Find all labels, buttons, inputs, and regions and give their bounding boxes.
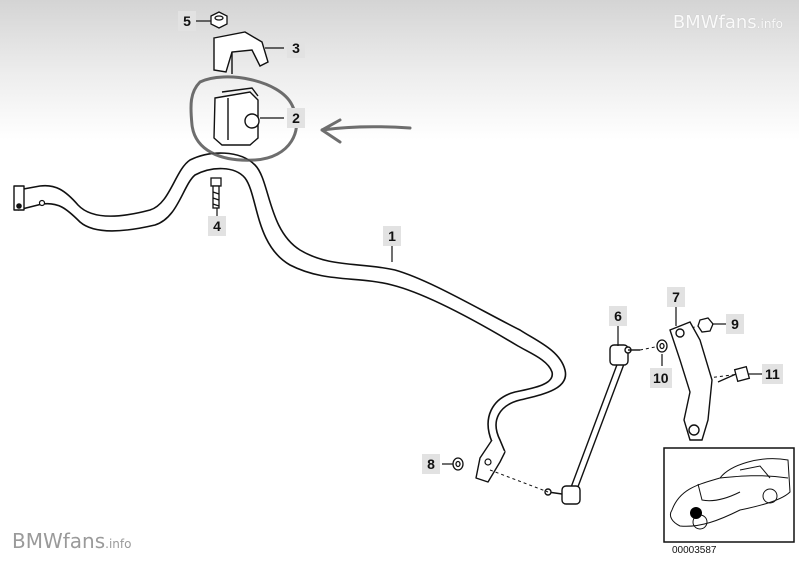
callout-3: 3	[287, 38, 305, 58]
callout-8: 8	[422, 454, 440, 474]
nut-9	[697, 317, 714, 333]
leader-lines	[196, 20, 762, 465]
watermark-bottom: BMWfans.info	[12, 529, 131, 553]
bolt	[210, 177, 222, 209]
locator-dot	[690, 507, 702, 519]
nut	[210, 11, 228, 29]
car-locator-box	[663, 447, 795, 543]
callout-1: 1	[383, 226, 401, 246]
highlight-ring	[189, 75, 299, 162]
diagram-reference-number: 00003587	[672, 545, 717, 556]
washer	[656, 339, 668, 353]
watermark-brand: BMWfans	[672, 12, 757, 33]
bolt-11	[717, 365, 751, 383]
stabilizer-bar	[13, 152, 567, 483]
callout-6: 6	[609, 306, 627, 326]
callout-4: 4	[208, 216, 226, 236]
callout-10: 10	[650, 368, 672, 388]
callout-7: 7	[667, 287, 685, 307]
watermark-top: BMWfans.info	[673, 12, 783, 33]
watermark-suffix: .info	[756, 17, 783, 31]
callout-9: 9	[726, 314, 744, 334]
rubber-mounting	[213, 87, 260, 146]
watermark-brand: BMWfans	[12, 529, 106, 553]
car-outline-icon	[669, 458, 791, 530]
callout-11: 11	[762, 364, 783, 384]
hand-drawn-arrow	[320, 118, 412, 144]
bracket	[213, 31, 269, 74]
nut-8	[452, 457, 464, 471]
link-bracket	[669, 321, 713, 441]
stabilizer-link	[544, 344, 640, 505]
watermark-suffix: .info	[105, 537, 132, 551]
callout-2: 2	[287, 108, 305, 128]
callout-5: 5	[178, 11, 196, 31]
